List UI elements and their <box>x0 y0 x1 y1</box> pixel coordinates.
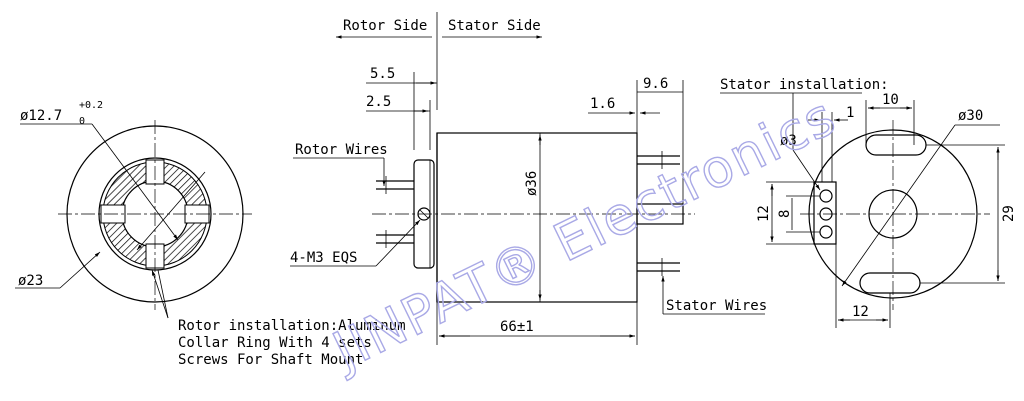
dim-9-6: 9.6 <box>643 76 668 92</box>
rotor-end-view <box>15 120 252 319</box>
bore-diameter-label: ø12.7 <box>20 108 62 124</box>
rotor-note-line-3: Screws For Shaft Mount <box>178 352 363 368</box>
screws-label: 4-M3 EQS <box>290 250 357 266</box>
rotor-wires-label: Rotor Wires <box>295 142 388 158</box>
stator-side-label: Stator Side <box>448 18 541 34</box>
diameter-30: ø30 <box>958 108 983 124</box>
dim-1: 1 <box>846 105 854 121</box>
rotor-note-line-2: Collar Ring With 4 sets <box>178 335 372 351</box>
dim-2-5: 2.5 <box>366 94 391 110</box>
dim-8: 8 <box>777 210 793 218</box>
dim-12-left: 12 <box>756 205 772 222</box>
dim-1-6: 1.6 <box>590 96 615 112</box>
body-diameter-36: ø36 <box>524 171 540 196</box>
side-view <box>290 12 765 345</box>
dim-12-bottom: 12 <box>852 304 869 320</box>
bore-tolerance-minus: 0 <box>79 116 85 127</box>
dim-10: 10 <box>882 92 899 108</box>
outer-diameter-23-label: ø23 <box>18 273 43 289</box>
stator-end-view <box>720 92 1005 328</box>
stator-wires-label: Stator Wires <box>666 298 767 314</box>
stator-installation-label: Stator installation: <box>720 77 889 93</box>
dim-29: 29 <box>1001 205 1017 222</box>
bore-tolerance-plus: +0.2 <box>79 100 103 111</box>
rotor-note-line-1: Rotor installation:Aluminum <box>178 318 406 334</box>
length-dimension: 66±1 <box>500 319 534 335</box>
dim-5-5: 5.5 <box>370 66 395 82</box>
rotor-side-label: Rotor Side <box>343 18 427 34</box>
diameter-3: ø3 <box>780 133 797 149</box>
